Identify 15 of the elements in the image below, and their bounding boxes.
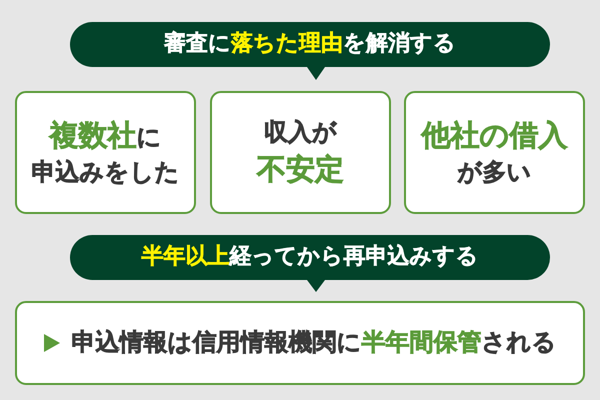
card-text: 他社の借入 [422, 116, 568, 154]
card [404, 91, 585, 214]
card-text: 申込みをした [32, 157, 180, 188]
banner-heading: 審査に落ちた理由を解消する [164, 31, 456, 58]
speech-bubble-banner [70, 22, 550, 80]
speech-bubble-banner [70, 235, 550, 292]
note-text: 申込情報は信用情報機関に半年間保管される [72, 327, 556, 358]
card-text: 収入が [264, 116, 337, 148]
banner-heading: 半年以上経ってから再申込みする [142, 244, 478, 271]
card [15, 91, 196, 214]
card-text: 複数社に [50, 116, 162, 154]
card [210, 91, 391, 214]
card-text: が多い [458, 157, 532, 188]
note-card [15, 301, 585, 385]
card-text: 不安定 [257, 150, 344, 188]
